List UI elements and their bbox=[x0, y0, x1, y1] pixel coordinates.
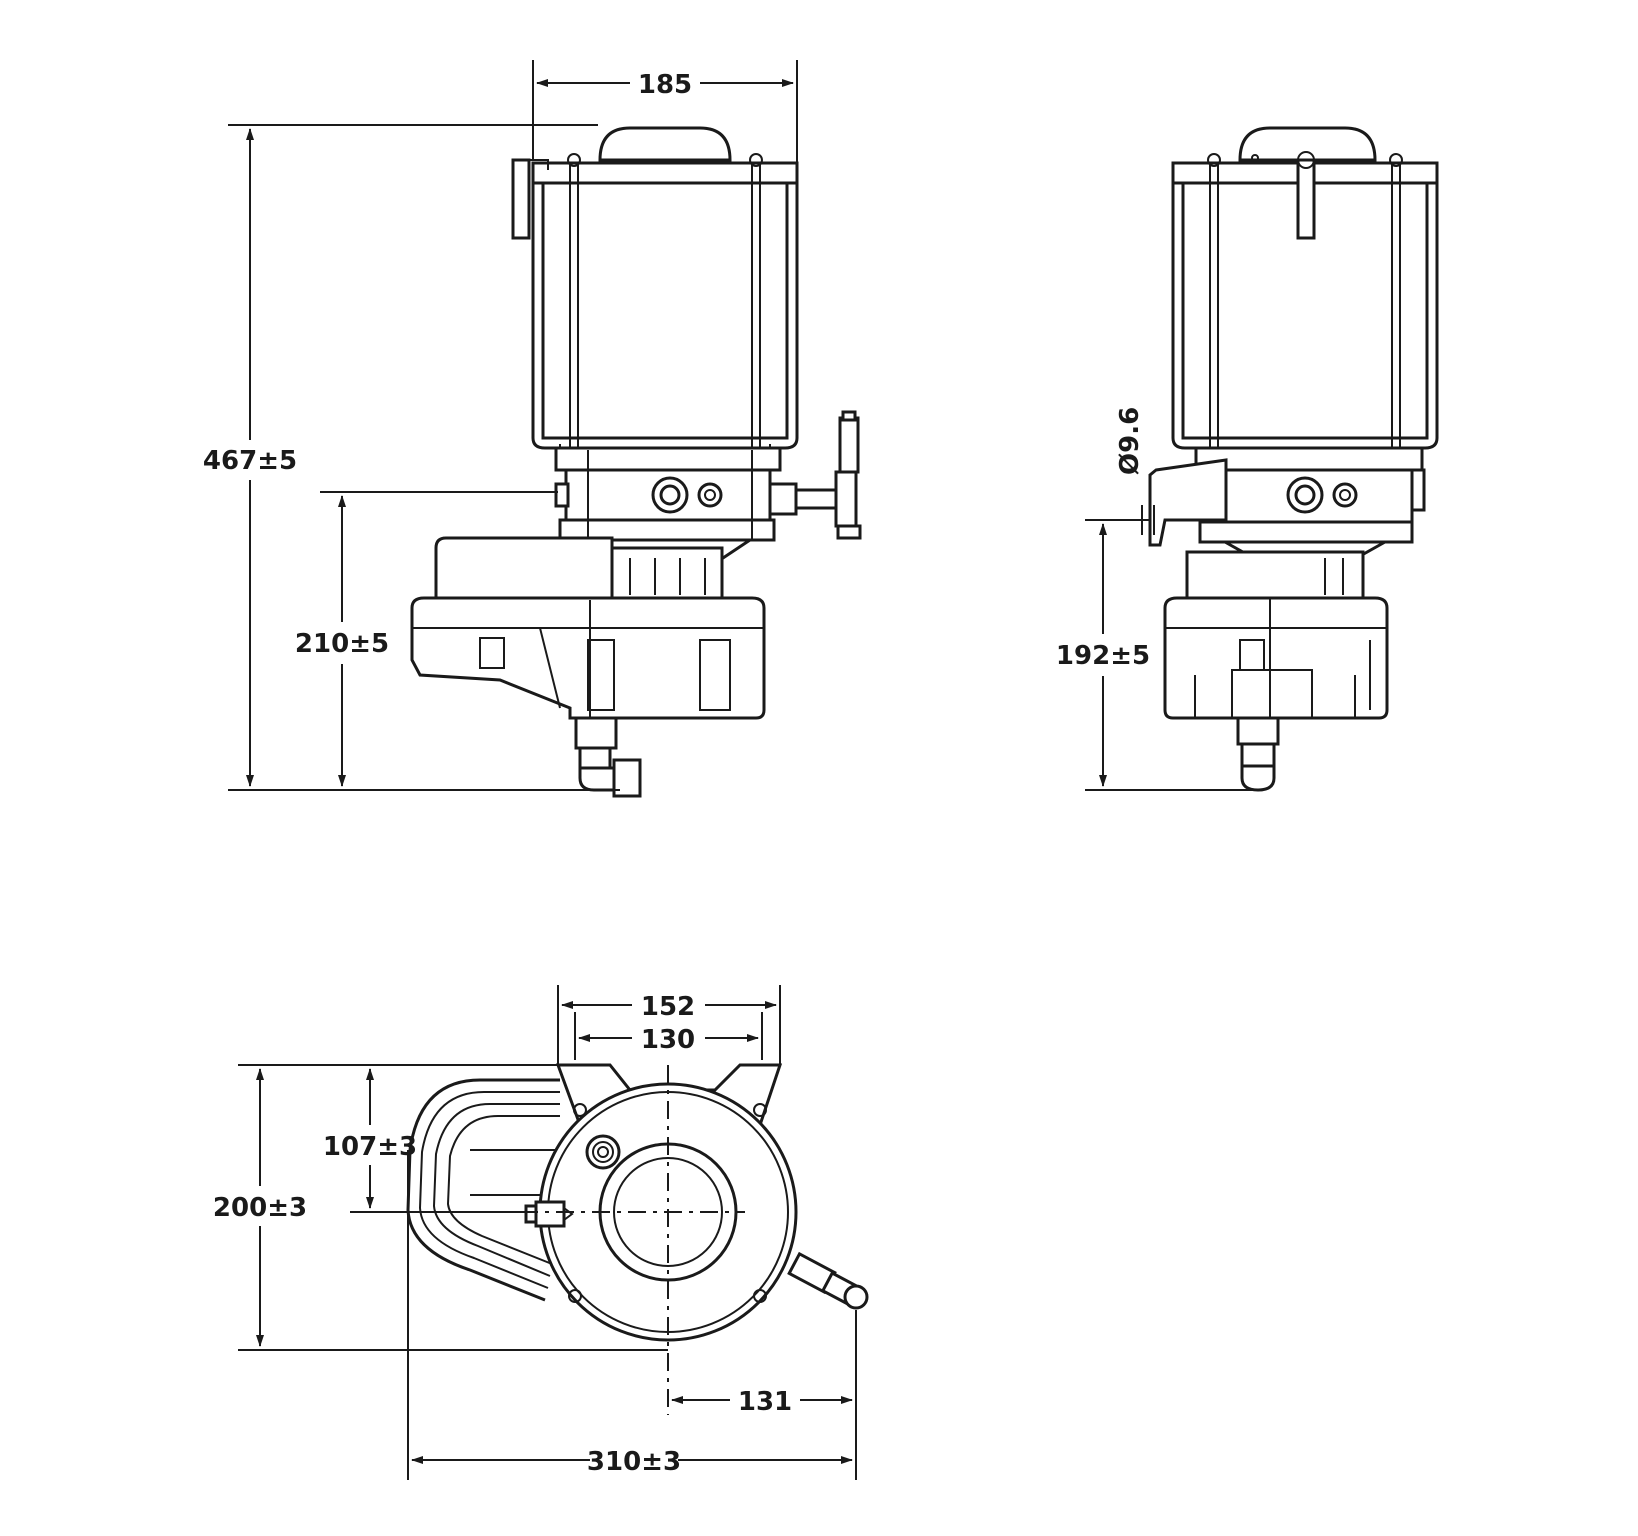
dim-overall-width: 310±3 bbox=[587, 1447, 681, 1477]
front-view bbox=[1148, 126, 1439, 792]
dim-outlet-offset: 131 bbox=[738, 1387, 792, 1417]
valve-fitting-side bbox=[768, 410, 862, 540]
outlet-elbow-side bbox=[574, 716, 642, 798]
fittings-top bbox=[524, 1200, 869, 1310]
dim-depth: 200±3 bbox=[213, 1193, 307, 1223]
side-view-dimensions: 185 467±5 210±5 bbox=[203, 60, 798, 791]
dim-front-outlet-height: 192±5 bbox=[1056, 641, 1150, 671]
pump-housing-side bbox=[554, 446, 782, 562]
reservoir-front bbox=[1171, 126, 1439, 450]
dim-side-outlet-height: 210±5 bbox=[295, 629, 389, 659]
dim-base-width-inner: 130 bbox=[641, 1025, 695, 1055]
dim-half-depth: 107±3 bbox=[323, 1132, 417, 1162]
motor-front bbox=[1163, 550, 1389, 720]
dim-overall-height: 467±5 bbox=[203, 446, 297, 476]
side-view bbox=[410, 126, 862, 798]
motor-side bbox=[410, 536, 766, 720]
top-view-dimensions: 152 130 200±3 107±3 131 310±3 bbox=[213, 985, 857, 1480]
dim-hole-diameter: Ø9.6 bbox=[1115, 407, 1145, 475]
reservoir-side bbox=[511, 126, 799, 456]
pump-housing-front bbox=[1148, 446, 1426, 558]
reservoir-arc-top bbox=[406, 1078, 560, 1302]
dim-top-width: 185 bbox=[638, 70, 692, 100]
dim-base-width-outer: 152 bbox=[641, 992, 695, 1022]
outlet-front bbox=[1236, 716, 1280, 792]
front-view-dimensions: 192±5 Ø9.6 bbox=[1056, 407, 1262, 791]
top-view bbox=[406, 1063, 869, 1415]
